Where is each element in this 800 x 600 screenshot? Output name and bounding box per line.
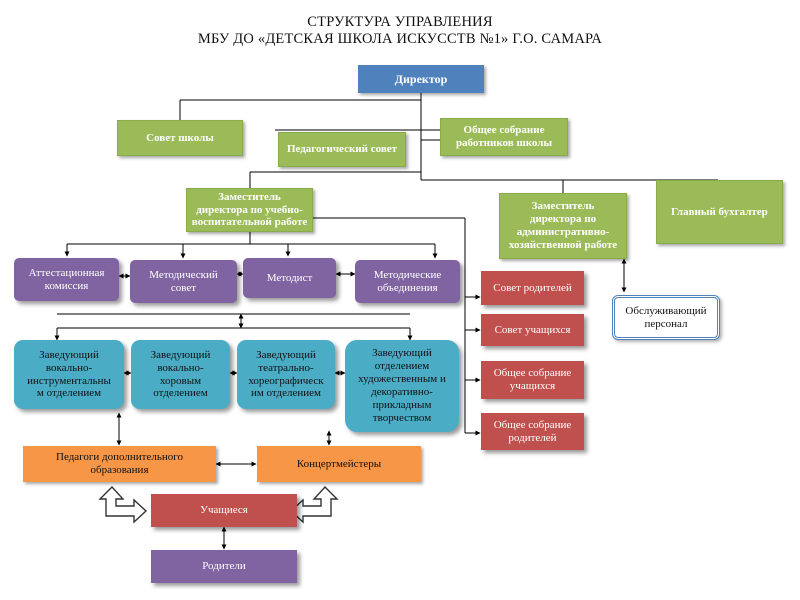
deputy-educational-box: Заместитель директора по учебно- воспита… bbox=[186, 188, 313, 232]
service-staff-box: Обслуживающий персонал bbox=[612, 295, 720, 340]
head-vocal-choral-box: Заведующий вокально- хоровым отделением bbox=[131, 340, 230, 409]
uturn-arrows bbox=[98, 485, 339, 524]
pedagogical-council-box: Педагогический совет bbox=[278, 132, 406, 167]
head-theatre-choreography-box: Заведующий театрально- хореографическ им… bbox=[237, 340, 335, 409]
methodical-associations-box: Методические объединения bbox=[355, 260, 460, 303]
uturn-arrow-left bbox=[98, 485, 148, 524]
additional-teachers-box: Педагоги дополнительного образования bbox=[23, 446, 216, 482]
school-council-box: Совет школы bbox=[117, 120, 243, 156]
general-meeting-parents-box: Общее собрание родителей bbox=[481, 413, 584, 450]
deputy-administrative-box: Заместитель директора по административно… bbox=[499, 193, 627, 259]
chart-title-line-1: СТРУКТУРА УПРАВЛЕНИЯ bbox=[307, 14, 493, 30]
methodist-box: Методист bbox=[243, 258, 336, 298]
students-box: Учащиеся bbox=[151, 494, 297, 527]
uturn-arrow-right bbox=[289, 485, 339, 524]
parents-council-box: Совет родителей bbox=[481, 271, 584, 305]
head-vocal-instrumental-box: Заведующий вокально- инструментальны м о… bbox=[14, 340, 124, 409]
accompanists-box: Концертмейстеры bbox=[257, 446, 421, 482]
methodical-council-box: Методический совет bbox=[130, 260, 237, 303]
general-meeting-staff-box: Общее собрание работников школы bbox=[440, 118, 568, 156]
students-council-box: Совет учащихся bbox=[481, 314, 584, 346]
chart-title-line-2: МБУ ДО «ДЕТСКАЯ ШКОЛА ИСКУССТВ №1» Г.О. … bbox=[197, 31, 603, 47]
attestation-commission-box: Аттестационная комиссия bbox=[14, 258, 119, 301]
director-box: Директор bbox=[358, 65, 484, 93]
parents-box: Родители bbox=[151, 550, 297, 583]
general-meeting-students-box: Общее собрание учащихся bbox=[481, 361, 584, 399]
chief-accountant-box: Главный бухгалтер bbox=[656, 180, 783, 244]
head-art-department-box: Заведующий отделением художественным и д… bbox=[345, 340, 459, 432]
